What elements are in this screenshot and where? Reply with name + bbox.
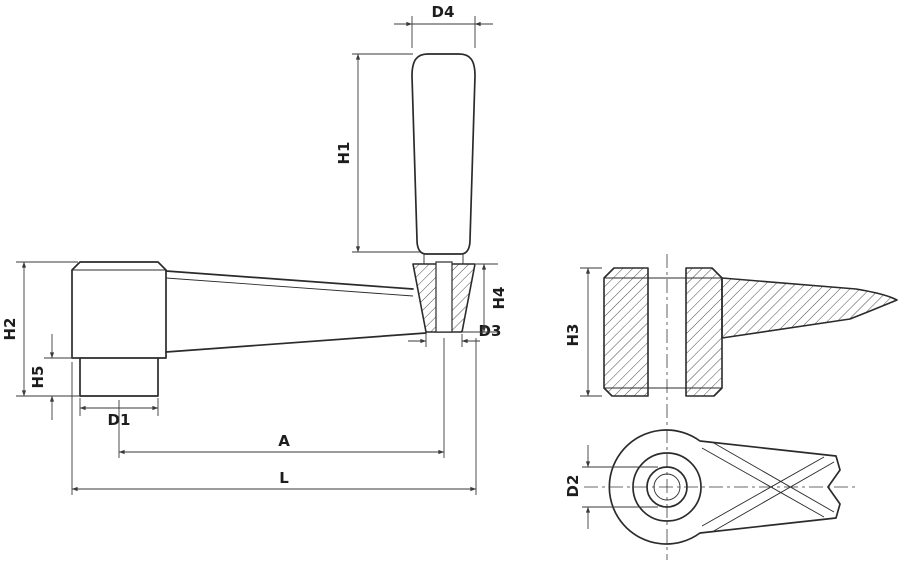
dim-label-h5: H5: [29, 366, 47, 389]
dim-label-d2: D2: [564, 475, 582, 498]
crank-arm: [165, 270, 427, 353]
dim-label-d4: D4: [432, 3, 455, 21]
dim-h1: H1: [335, 53, 420, 253]
dim-label-h4: H4: [490, 287, 508, 310]
side-section-view: H3: [564, 267, 898, 397]
front-view: D4 H1 H2 H5 D1: [1, 3, 508, 495]
dim-d4: D4: [394, 3, 493, 48]
dim-h5: H5: [29, 334, 80, 420]
dim-d2: D2: [564, 445, 658, 529]
dim-l: L: [71, 338, 477, 495]
hub-boss-circle: [632, 452, 702, 522]
top-view: D2: [564, 429, 841, 545]
dim-h4: H4: [463, 263, 508, 333]
dim-label-d3: D3: [479, 322, 502, 340]
arm-section: [721, 277, 898, 339]
dim-label-h3: H3: [564, 324, 582, 347]
dim-a: A: [118, 338, 445, 458]
hub-outline: [71, 261, 167, 359]
cross-ribs: [701, 441, 835, 533]
hub-lower-boss: [79, 357, 159, 397]
hub-section-right: [685, 267, 723, 397]
center-lines: [584, 254, 856, 560]
hub-section-left: [603, 267, 649, 397]
dim-label-a: A: [278, 432, 290, 450]
dim-label-l: L: [279, 469, 289, 487]
handle-stud: [435, 261, 453, 333]
top-view-contour: [608, 429, 841, 545]
dim-h2: H2: [1, 261, 80, 397]
dim-h3: H3: [564, 267, 602, 397]
knob-outline: [411, 53, 476, 255]
dim-label-h1: H1: [335, 142, 353, 165]
dim-label-h2: H2: [1, 318, 19, 341]
